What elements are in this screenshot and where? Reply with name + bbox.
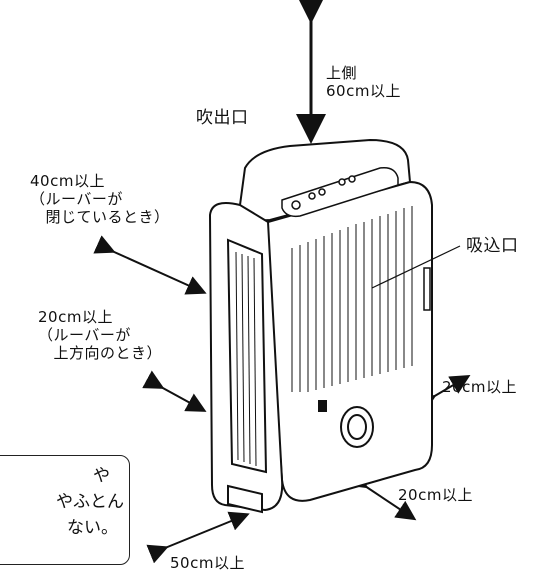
tank-handle [227, 484, 263, 514]
indicator-mark [318, 400, 327, 412]
control-panel [281, 166, 399, 218]
caution-note: や やふとん ない。 [0, 455, 130, 565]
front-arrow [146, 511, 250, 564]
inlet-label: 吸込口 [466, 236, 519, 256]
front-clearance-label: 50cm以上 [170, 554, 245, 572]
note-line-2: やふとん [56, 492, 124, 512]
right-edge [423, 267, 431, 311]
left-up-arrow [142, 370, 207, 412]
left-closed-label: 40cm以上 （ルーバーが 閉じているとき） [30, 172, 170, 226]
outlet-label: 吹出口 [196, 108, 249, 128]
dehumidifier-unit [208, 138, 433, 512]
top-clearance-label: 上側 60cm以上 [326, 64, 401, 100]
right-clearance-label: 20cm以上 [442, 378, 517, 396]
left-up-label: 20cm以上 （ルーバーが 上方向のとき） [38, 308, 163, 362]
drain-knob [340, 406, 374, 448]
note-line-1: や [93, 466, 110, 486]
right-arrow [414, 374, 471, 414]
note-line-3: ない。 [67, 518, 118, 538]
left-closed-arrow [93, 235, 207, 295]
side-vents [235, 251, 257, 467]
back-clearance-label: 20cm以上 [398, 486, 473, 504]
inlet-leader [371, 245, 461, 289]
intake-grille [291, 206, 413, 392]
back-arrow [346, 468, 417, 521]
